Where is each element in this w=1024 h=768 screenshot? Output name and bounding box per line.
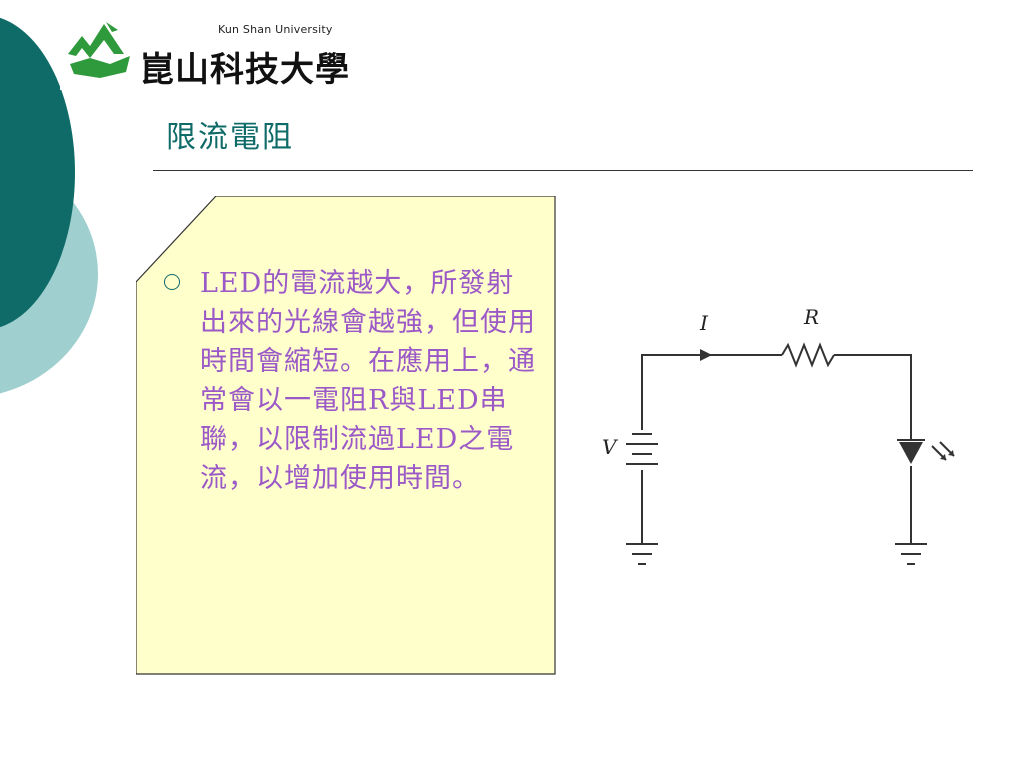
note-box: [136, 196, 556, 675]
resistor-label: R: [803, 305, 819, 329]
current-label: I: [699, 311, 709, 335]
led-circuit-diagram: I R V: [602, 305, 955, 565]
title-divider: [153, 170, 973, 171]
university-logo: Kun Shan University 崑山科技大學: [60, 2, 380, 90]
current-arrow-icon: [700, 349, 712, 361]
logo-name-en: Kun Shan University: [218, 23, 333, 36]
bullet-circle-icon: [164, 274, 180, 290]
logo-mountain-icon: [68, 22, 130, 78]
logo-name-zh: 崑山科技大學: [140, 50, 350, 90]
led-diode-icon: [899, 442, 923, 464]
note-body-text: LED的電流越大，所發射出來的光線會越強，但使用時間會縮短。在應用上，通常會以一…: [200, 268, 536, 494]
source-voltage-label: V: [602, 435, 619, 459]
slide-title: 限流電阻: [166, 120, 294, 155]
